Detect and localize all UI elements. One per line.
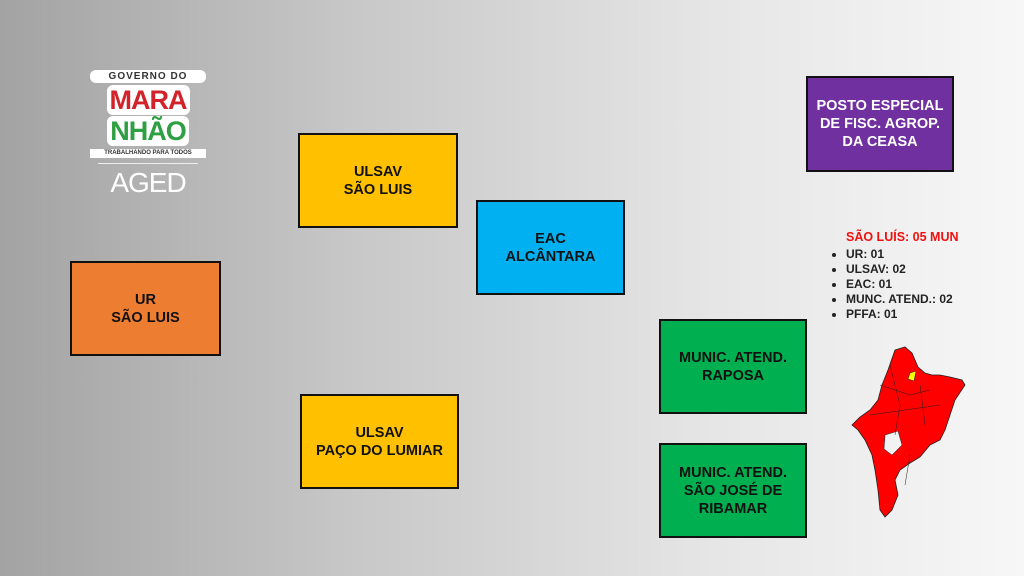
ur-sao-luis-box: UR SÃO LUIS [70, 261, 221, 356]
ulsav-sao-luis-box: ULSAV SÃO LUIS [298, 133, 458, 228]
logo-line1: GOVERNO DO [90, 70, 206, 83]
map-borders [869, 364, 941, 486]
logo-nhao: NHÃO [107, 116, 189, 146]
map-hole [883, 430, 903, 456]
summary-item: PFFA: 01 [846, 307, 959, 322]
logo-mara: MARA [106, 85, 190, 115]
map-state-shape [851, 346, 966, 518]
map-highlight-region [907, 370, 917, 382]
summary-item: UR: 01 [846, 247, 959, 262]
summary-item: ULSAV: 02 [846, 262, 959, 277]
summary-list: UR: 01 ULSAV: 02 EAC: 01 MUNC. ATEND.: 0… [820, 247, 959, 322]
munic-sao-jose-ribamar-box: MUNIC. ATEND. SÃO JOSÉ DE RIBAMAR [659, 443, 807, 538]
logo-agency: AGED [110, 167, 186, 198]
munic-raposa-box: MUNIC. ATEND. RAPOSA [659, 319, 807, 414]
summary-panel: SÃO LUÍS: 05 MUN UR: 01 ULSAV: 02 EAC: 0… [820, 230, 959, 322]
governo-maranhao-aged-logo: GOVERNO DO MARA NHÃO TRABALHANDO PARA TO… [90, 70, 206, 199]
maranhao-map [851, 346, 966, 518]
posto-especial-ceasa-box: POSTO ESPECIAL DE FISC. AGROP. DA CEASA [806, 76, 954, 172]
ulsav-paco-do-lumiar-box: ULSAV PAÇO DO LUMIAR [300, 394, 459, 489]
summary-item: EAC: 01 [846, 277, 959, 292]
logo-divider [98, 163, 198, 164]
eac-alcantara-box: EAC ALCÂNTARA [476, 200, 625, 295]
summary-title: SÃO LUÍS: 05 MUN [846, 230, 959, 244]
logo-line2a: MARA [90, 85, 206, 116]
summary-item: MUNC. ATEND.: 02 [846, 292, 959, 307]
logo-tagline: TRABALHANDO PARA TODOS [90, 149, 206, 158]
logo-line2b: NHÃO [90, 116, 206, 147]
